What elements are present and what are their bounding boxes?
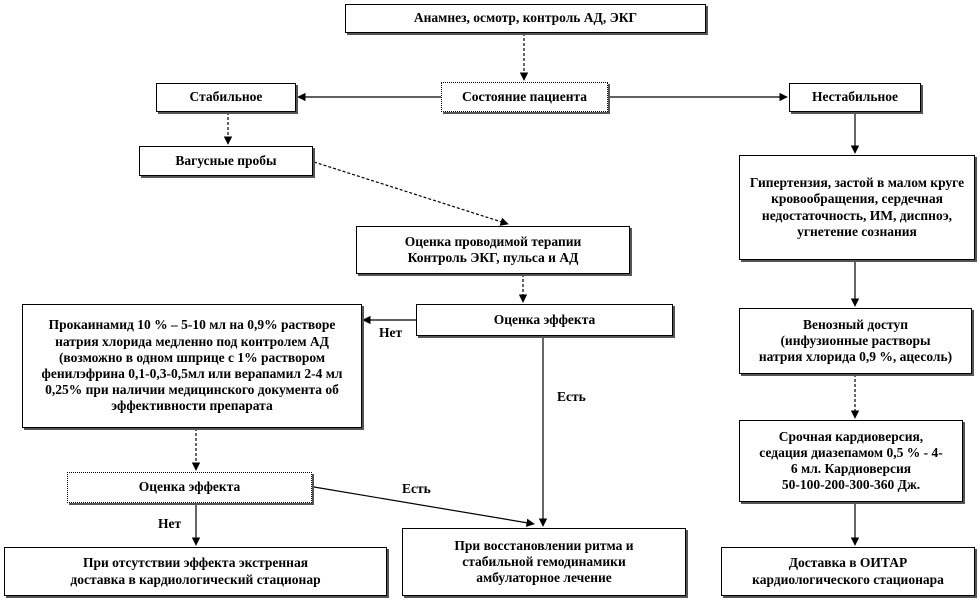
node-state: Состояние пациента [441,82,608,112]
edge-label-no2: Нет [158,516,182,531]
edge-label-yes1: Есть [557,389,586,404]
node-venous-text: Венозный доступ (инфузионные растворы на… [758,316,953,365]
node-restored-text: При восстановлении ритма и стабильной ге… [454,537,634,586]
node-effect2-text: Оценка эффекта [138,479,241,495]
edge-label-yes2: Есть [402,481,431,496]
node-cardioversion-text: Срочная кардиоверсия, седация диазепамом… [759,428,943,493]
node-effect2: Оценка эффекта [67,472,312,503]
node-stable-text: Стабильное [189,89,263,105]
node-stable: Стабильное [156,83,296,112]
node-no-effect-text: При отсутствии эффекта экстренная достав… [70,555,321,587]
node-unstable-text: Нестабильное [812,89,898,105]
node-state-text: Состояние пациента [461,88,588,104]
node-effect1-text: Оценка эффекта [493,311,596,327]
edge-label-no1: Нет [379,325,403,340]
node-vagal: Вагусные пробы [139,146,313,176]
node-hypertension-text: Гипертензия, застой в малом круге кровоо… [749,175,965,239]
node-unstable: Нестабильное [789,83,921,112]
edge-vagal-assess [313,161,509,226]
node-anamnesis-text: Анамнез, осмотр, контроль АД, ЭКГ [413,10,638,26]
node-procainamide: Прокаинамид 10 % – 5-10 мл на 0,9% раств… [22,304,362,428]
node-hypertension: Гипертензия, застой в малом круге кровоо… [739,155,975,260]
node-vagal-text: Вагусные пробы [175,152,277,168]
node-restored: При восстановлении ритма и стабильной ге… [402,528,686,596]
node-venous: Венозный доступ (инфузионные растворы на… [739,308,972,374]
node-effect1: Оценка эффекта [416,304,673,336]
node-delivery-text: Доставка в ОИТАР кардиологического стаци… [752,555,944,587]
node-anamnesis: Анамнез, осмотр, контроль АД, ЭКГ [345,4,706,33]
node-cardioversion: Срочная кардиоверсия, седация диазепамом… [739,420,963,502]
node-procainamide-text: Прокаинамид 10 % – 5-10 мл на 0,9% раств… [41,317,343,414]
node-assess-therapy: Оценка проводимой терапии Контроль ЭКГ, … [356,226,630,274]
node-delivery: Доставка в ОИТАР кардиологического стаци… [721,547,975,596]
node-no-effect: При отсутствии эффекта экстренная достав… [4,547,387,596]
node-assess-therapy-text: Оценка проводимой терапии Контроль ЭКГ, … [404,233,582,265]
edge-effect2-restored [313,486,535,527]
